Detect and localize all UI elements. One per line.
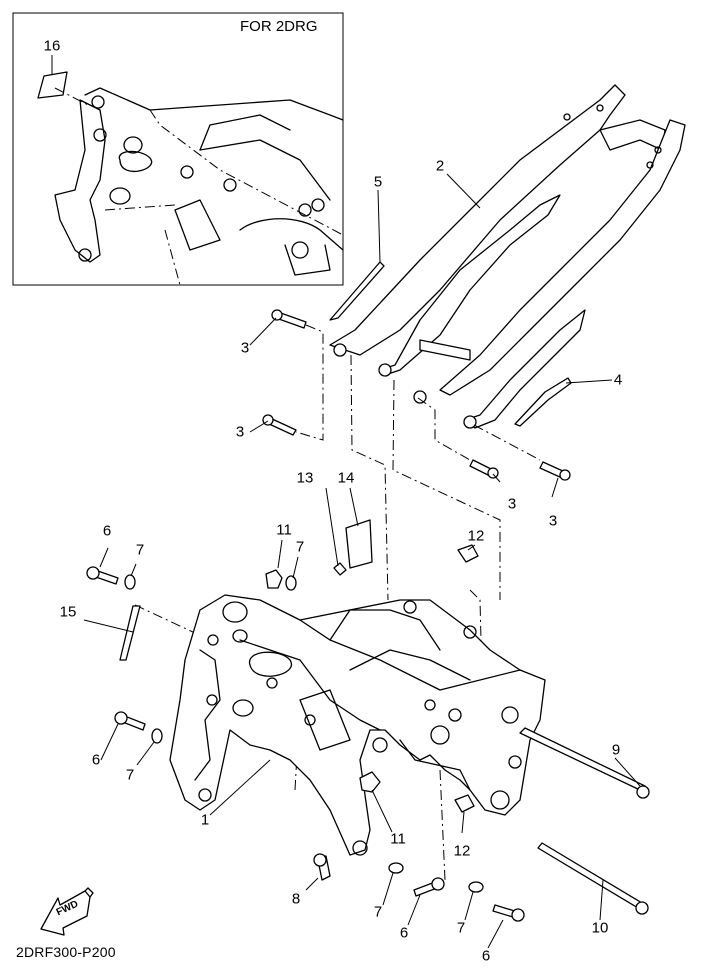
- washer-7-top: [124, 574, 136, 590]
- callout-3: 3: [507, 495, 517, 513]
- inset-frame-sketch: [54, 87, 344, 286]
- fwd-arrow-icon: [40, 887, 94, 936]
- callout-13: 13: [296, 469, 314, 487]
- inset-panel: [12, 12, 344, 286]
- callout-9: 9: [611, 741, 621, 759]
- nut-11-bottom: [359, 771, 381, 793]
- label-sticker-16: [37, 71, 68, 99]
- callout-7: 7: [125, 766, 135, 784]
- bolt-9: [519, 727, 646, 791]
- callout-3: 3: [548, 512, 558, 530]
- bolt-8: [313, 853, 331, 881]
- callout-3: 3: [240, 339, 250, 357]
- trim-piece-5: [329, 261, 385, 321]
- callout-16: 16: [43, 37, 61, 55]
- bolt-3-upper-left: [271, 309, 307, 329]
- callout-10: 10: [591, 919, 609, 937]
- bolt-6-bottom-2: [492, 904, 525, 922]
- callout-6: 6: [481, 947, 491, 965]
- callout-3: 3: [235, 423, 245, 441]
- rear-subframe: [329, 84, 686, 429]
- washer-7-bottom-1: [388, 862, 404, 874]
- callout-5: 5: [373, 173, 383, 191]
- washer-7-left: [151, 728, 163, 744]
- callout-6: 6: [91, 751, 101, 769]
- callout-7: 7: [456, 919, 466, 937]
- callout-11: 11: [390, 830, 406, 848]
- callout-14: 14: [337, 469, 355, 487]
- callout-11: 11: [276, 521, 292, 539]
- inset-title: FOR 2DRG: [240, 18, 318, 35]
- callout-8: 8: [291, 890, 301, 908]
- bolt-3-lower-mid: [469, 459, 499, 479]
- bolt-6-left: [114, 711, 146, 731]
- main-frame: [169, 594, 546, 856]
- callout-6: 6: [102, 522, 112, 540]
- bolt-6-top: [86, 566, 119, 585]
- callout-7: 7: [295, 538, 305, 556]
- callout-12: 12: [453, 842, 471, 860]
- nut-12-bottom: [454, 794, 475, 813]
- callout-2: 2: [435, 157, 445, 175]
- nut-11-top: [265, 569, 283, 589]
- callout-1: 1: [200, 811, 210, 829]
- bolt-6-bottom-1: [413, 877, 445, 897]
- bolt-3-lower-left: [262, 414, 297, 436]
- callout-15: 15: [59, 603, 77, 621]
- bolt-3-lower-right: [539, 461, 571, 481]
- leader-lines: [83, 173, 641, 949]
- callout-6: 6: [399, 924, 409, 942]
- callout-12: 12: [467, 527, 485, 545]
- washer-7-bottom-2: [468, 881, 484, 893]
- strip-15: [119, 605, 141, 661]
- clip-13: [333, 562, 347, 576]
- callout-7: 7: [373, 903, 383, 921]
- diagram-code: 2DRF300-P200: [16, 944, 116, 960]
- nut-12-top: [457, 544, 479, 563]
- bolt-10: [537, 842, 643, 909]
- label-14: [345, 519, 373, 569]
- washer-7-mid: [285, 575, 297, 591]
- callout-7: 7: [135, 541, 145, 559]
- callout-4: 4: [613, 371, 623, 389]
